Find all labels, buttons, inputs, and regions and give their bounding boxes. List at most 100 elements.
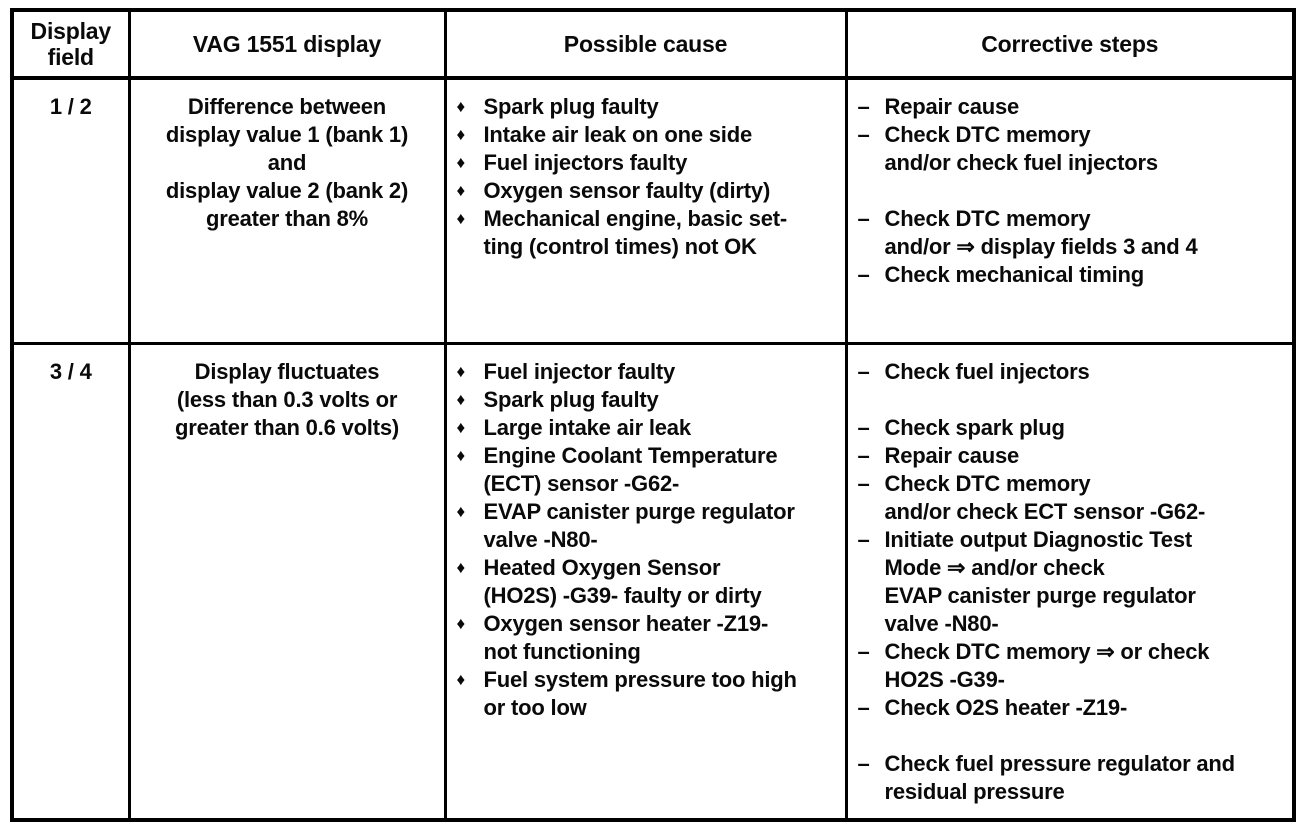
diamond-bullet-icon: ♦ <box>456 445 466 465</box>
list-item-text: EVAP canister purge regulator valve -N80… <box>483 498 795 552</box>
dash-bullet-icon: – <box>857 442 870 468</box>
header-row: Display field VAG 1551 display Possible … <box>10 8 1296 80</box>
dash-bullet-icon: – <box>857 750 870 776</box>
vag-display-cell-text: Display fluctuates (less than 0.3 volts … <box>174 358 400 440</box>
list-item: ♦ Large intake air leak <box>457 414 841 442</box>
list-item: ♦ Fuel injector faulty <box>457 358 841 386</box>
diamond-bullet-icon: ♦ <box>456 557 466 577</box>
line-spacer <box>858 722 1289 750</box>
list-item: –Initiate output Diagnostic Test Mode ⇒ … <box>858 526 1289 638</box>
list-item-text: Check fuel pressure regulator and residu… <box>884 750 1236 804</box>
table-header: Display field VAG 1551 display Possible … <box>10 8 1296 80</box>
list-item: –Repair cause <box>858 93 1289 121</box>
diamond-bullet-icon: ♦ <box>456 181 466 200</box>
dash-bullet-icon: – <box>857 262 870 287</box>
diamond-bullet-icon: ♦ <box>456 125 466 144</box>
list-item: ♦ Engine Coolant Temperature (ECT) sensor… <box>457 442 841 498</box>
dash-bullet-icon: – <box>857 414 870 440</box>
diamond-bullet-icon: ♦ <box>456 361 466 381</box>
table-row: 1 / 2 Difference between display value 1 … <box>10 76 1296 345</box>
list-item: ♦ Fuel injectors faulty <box>457 149 841 177</box>
vag-display-cell: Display fluctuates (less than 0.3 volts … <box>127 341 447 822</box>
list-item: ♦ Oxygen sensor heater -Z19- not function… <box>457 610 841 666</box>
table-body: 1 / 2 Difference between display value 1 … <box>10 76 1296 822</box>
list-item: ♦ Intake air leak on one side <box>457 121 841 149</box>
list-item: –Check DTC memory and/or check ECT senso… <box>858 470 1289 526</box>
list-item: ♦ Heated Oxygen Sensor (HO2S) -G39- fault… <box>457 554 841 610</box>
list-item: –Check fuel pressure regulator and resid… <box>858 750 1289 806</box>
vag-display-cell: Difference between display value 1 (bank… <box>127 76 447 345</box>
list-item-text: Large intake air leak <box>483 414 692 440</box>
dash-bullet-icon: – <box>857 206 870 231</box>
display-field-cell-text: 3 / 4 <box>49 358 92 384</box>
list-item-text: Oxygen sensor faulty (dirty) <box>483 178 771 203</box>
list-item: –Check spark plug <box>858 414 1289 442</box>
dash-bullet-icon: – <box>857 638 870 664</box>
list-item-text: Fuel system pressure too high or too low <box>483 666 797 720</box>
vag-display-cell-text: Difference between display value 1 (bank… <box>165 94 409 231</box>
table-row: 3 / 4 Display fluctuates (less than 0.3 v… <box>10 341 1296 822</box>
diamond-bullet-icon: ♦ <box>456 501 466 521</box>
dash-bullet-icon: – <box>857 526 870 552</box>
diamond-bullet-icon: ♦ <box>456 417 466 437</box>
diamond-bullet-icon: ♦ <box>456 669 466 689</box>
list-item-text: Check DTC memory and/or check ECT sensor… <box>884 470 1206 524</box>
header-vag-display: VAG 1551 display <box>127 8 447 80</box>
dash-bullet-icon: – <box>857 470 870 496</box>
header-possible-cause: Possible cause <box>443 8 848 80</box>
display-field-cell-text: 1 / 2 <box>49 94 92 119</box>
list-item-text: Check mechanical timing <box>884 262 1145 287</box>
line-spacer <box>858 386 1289 414</box>
diamond-bullet-icon: ♦ <box>456 97 466 116</box>
diamond-bullet-icon: ♦ <box>456 389 466 409</box>
diagnostic-table: Display field VAG 1551 display Possible … <box>10 8 1296 822</box>
list-item-text: Check spark plug <box>884 414 1065 440</box>
list-item: –Check DTC memory and/or ⇒ display field… <box>858 205 1289 261</box>
list-item-text: Spark plug faulty <box>483 94 659 119</box>
display-field-cell: 1 / 2 <box>10 76 131 345</box>
list-item: –Check fuel injectors <box>858 358 1289 386</box>
list-item: –Check mechanical timing <box>858 261 1289 289</box>
dash-bullet-icon: – <box>857 358 870 384</box>
line-spacer <box>858 177 1289 205</box>
list-item-text: Intake air leak on one side <box>483 122 753 147</box>
header-corrective-steps: Corrective steps <box>844 8 1296 80</box>
list-item: ♦ Spark plug faulty <box>457 93 841 121</box>
list-item: ♦ EVAP canister purge regulator valve -N8… <box>457 498 841 554</box>
list-item-text: Spark plug faulty <box>483 386 659 412</box>
corrective-steps-cell: –Check fuel injectors–Check spark plug–R… <box>844 341 1296 822</box>
list-item: ♦ Spark plug faulty <box>457 386 841 414</box>
list-item: ♦ Mechanical engine, basic set- ting (con… <box>457 205 841 261</box>
display-field-cell: 3 / 4 <box>10 341 131 822</box>
list-item-text: Check DTC memory ⇒ or check HO2S -G39- <box>884 638 1210 692</box>
list-item: –Check O2S heater -Z19- <box>858 694 1289 722</box>
list-item: ♦ Oxygen sensor faulty (dirty) <box>457 177 841 205</box>
dash-bullet-icon: – <box>857 94 870 119</box>
list-item: –Check DTC memory ⇒ or check HO2S -G39- <box>858 638 1289 694</box>
list-item-text: Engine Coolant Temperature (ECT) sensor … <box>483 442 778 496</box>
list-item: ♦ Fuel system pressure too high or too lo… <box>457 666 841 722</box>
list-item-text: Mechanical engine, basic set- ting (cont… <box>483 206 788 259</box>
dash-bullet-icon: – <box>857 694 870 720</box>
list-item-text: Heated Oxygen Sensor (HO2S) -G39- faulty… <box>483 554 762 608</box>
diamond-bullet-icon: ♦ <box>456 613 466 633</box>
dash-bullet-icon: – <box>857 122 870 147</box>
list-item-text: Fuel injectors faulty <box>483 150 688 175</box>
list-item-text: Repair cause <box>884 442 1020 468</box>
diamond-bullet-icon: ♦ <box>456 153 466 172</box>
list-item-text: Check DTC memory and/or ⇒ display fields… <box>884 206 1198 259</box>
header-display-field: Display field <box>10 8 131 80</box>
possible-cause-cell: ♦Fuel injector faulty♦Spark plug faulty♦… <box>443 341 848 822</box>
diamond-bullet-icon: ♦ <box>456 209 466 228</box>
list-item-text: Check O2S heater -Z19- <box>884 694 1128 720</box>
list-item-text: Repair cause <box>884 94 1020 119</box>
possible-cause-cell: ♦ Spark plug faulty ♦ Intake air leak on on… <box>443 76 848 345</box>
list-item-text: Oxygen sensor heater -Z19- not functioni… <box>483 610 769 664</box>
corrective-steps-cell: –Repair cause–Check DTC memory and/or ch… <box>844 76 1296 345</box>
list-item-text: Check DTC memory and/or check fuel injec… <box>884 122 1159 175</box>
list-item: –Check DTC memory and/or check fuel inje… <box>858 121 1289 177</box>
list-item-text: Initiate output Diagnostic Test Mode ⇒ a… <box>884 526 1196 636</box>
list-item: –Repair cause <box>858 442 1289 470</box>
list-item-text: Fuel injector faulty <box>483 358 676 384</box>
